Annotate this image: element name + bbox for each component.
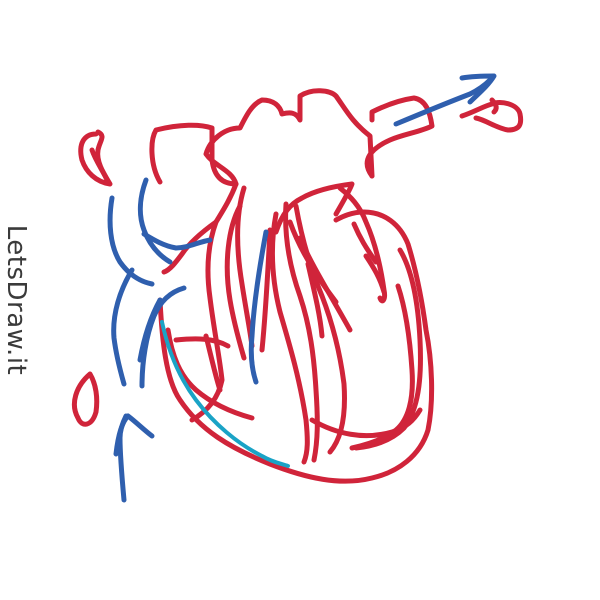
valve-flap-stroke (203, 333, 223, 393)
left-atrium-stroke (224, 203, 247, 361)
septum-stroke (283, 201, 320, 463)
outflow-arrow-head-stroke (459, 73, 497, 105)
chordae-stroke (305, 261, 325, 339)
superior-vena-cava-stroke (141, 231, 213, 251)
heart-drawing (72, 73, 524, 503)
heart-outer-wall-stroke (157, 209, 435, 484)
right-pulmonary-branch-stroke (459, 99, 524, 133)
left-ventricle-wall-stroke (337, 185, 387, 304)
left-ventricle-wall-stroke (353, 247, 423, 451)
right-atrium-wall-stroke (189, 181, 239, 423)
right-atrium-blue-stroke (137, 297, 163, 363)
right-atrium-wall-stroke (161, 219, 219, 275)
inner-blue-line-stroke (248, 229, 269, 385)
superior-vena-cava-stroke (137, 177, 173, 265)
right-ventricle-teal-stroke (160, 320, 290, 468)
valve-flap-stroke (259, 227, 273, 353)
superior-vena-cava-stroke (107, 195, 155, 287)
right-pulmonary-branch-stroke (489, 97, 499, 115)
left-ventricle-wall-stroke (349, 283, 415, 451)
apex-stroke (309, 407, 423, 439)
septum-stroke (270, 211, 310, 465)
letsdraw-watermark: LetsDraw.it (1, 224, 31, 376)
inflow-arrow-head-stroke (113, 413, 155, 457)
chordae-stroke (351, 221, 379, 265)
pulmonary-trunk-stroke (364, 95, 435, 179)
left-pulmonary-veins-stroke (89, 147, 111, 185)
left-pulmonary-veins-stroke (78, 129, 113, 187)
aorta-outline-stroke (149, 122, 239, 187)
right-ventricle-stroke (165, 327, 255, 421)
right-ventricle-stroke (173, 336, 231, 349)
chordae-stroke (363, 253, 387, 295)
aorta-outline-stroke (203, 88, 375, 187)
inferior-vena-cava-stroke (111, 267, 135, 387)
lower-left-vessel-stroke (72, 371, 100, 427)
